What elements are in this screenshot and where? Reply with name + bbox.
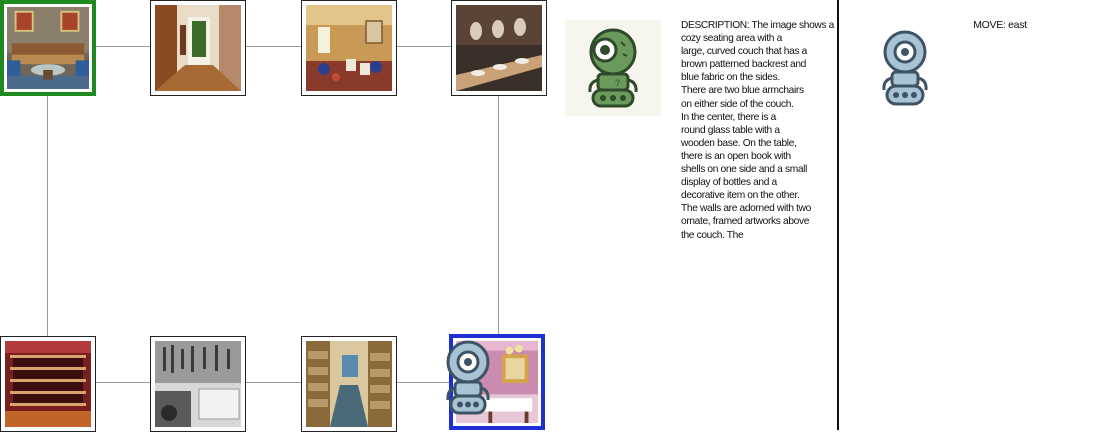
panel-divider	[837, 0, 839, 430]
map-edge	[95, 46, 151, 47]
agent-robot-icon	[442, 338, 494, 416]
storage-photo	[306, 341, 392, 427]
room-tile-workshop[interactable]	[150, 336, 246, 432]
room-tile-wine-cellar[interactable]	[0, 336, 96, 432]
green-robot-icon: ?	[588, 28, 638, 108]
map-edge	[47, 95, 48, 336]
description-robot-card: ?	[565, 20, 661, 116]
room-tile-storage[interactable]	[301, 336, 397, 432]
map-edge	[498, 95, 499, 336]
room-tile-bathroom[interactable]	[451, 0, 547, 96]
playroom-photo	[306, 5, 392, 91]
hallway-photo	[155, 5, 241, 91]
map-edge	[245, 46, 302, 47]
room-tile-seating-area[interactable]	[0, 0, 96, 96]
map-edge	[245, 382, 302, 383]
room-tile-hallway[interactable]	[150, 0, 246, 96]
bathroom-photo	[456, 5, 542, 91]
map-edge	[396, 46, 452, 47]
wine-cellar-photo	[5, 341, 91, 427]
svg-text:?: ?	[615, 78, 620, 88]
room-tile-playroom[interactable]	[301, 0, 397, 96]
blue-robot-icon	[873, 28, 937, 108]
map-edge	[396, 382, 452, 383]
workshop-photo	[155, 341, 241, 427]
map-edge	[95, 382, 151, 383]
seating-area-photo	[7, 7, 89, 89]
description-text: DESCRIPTION: The image shows a cozy seat…	[681, 20, 834, 241]
move-text: MOVE: east	[973, 19, 1027, 31]
